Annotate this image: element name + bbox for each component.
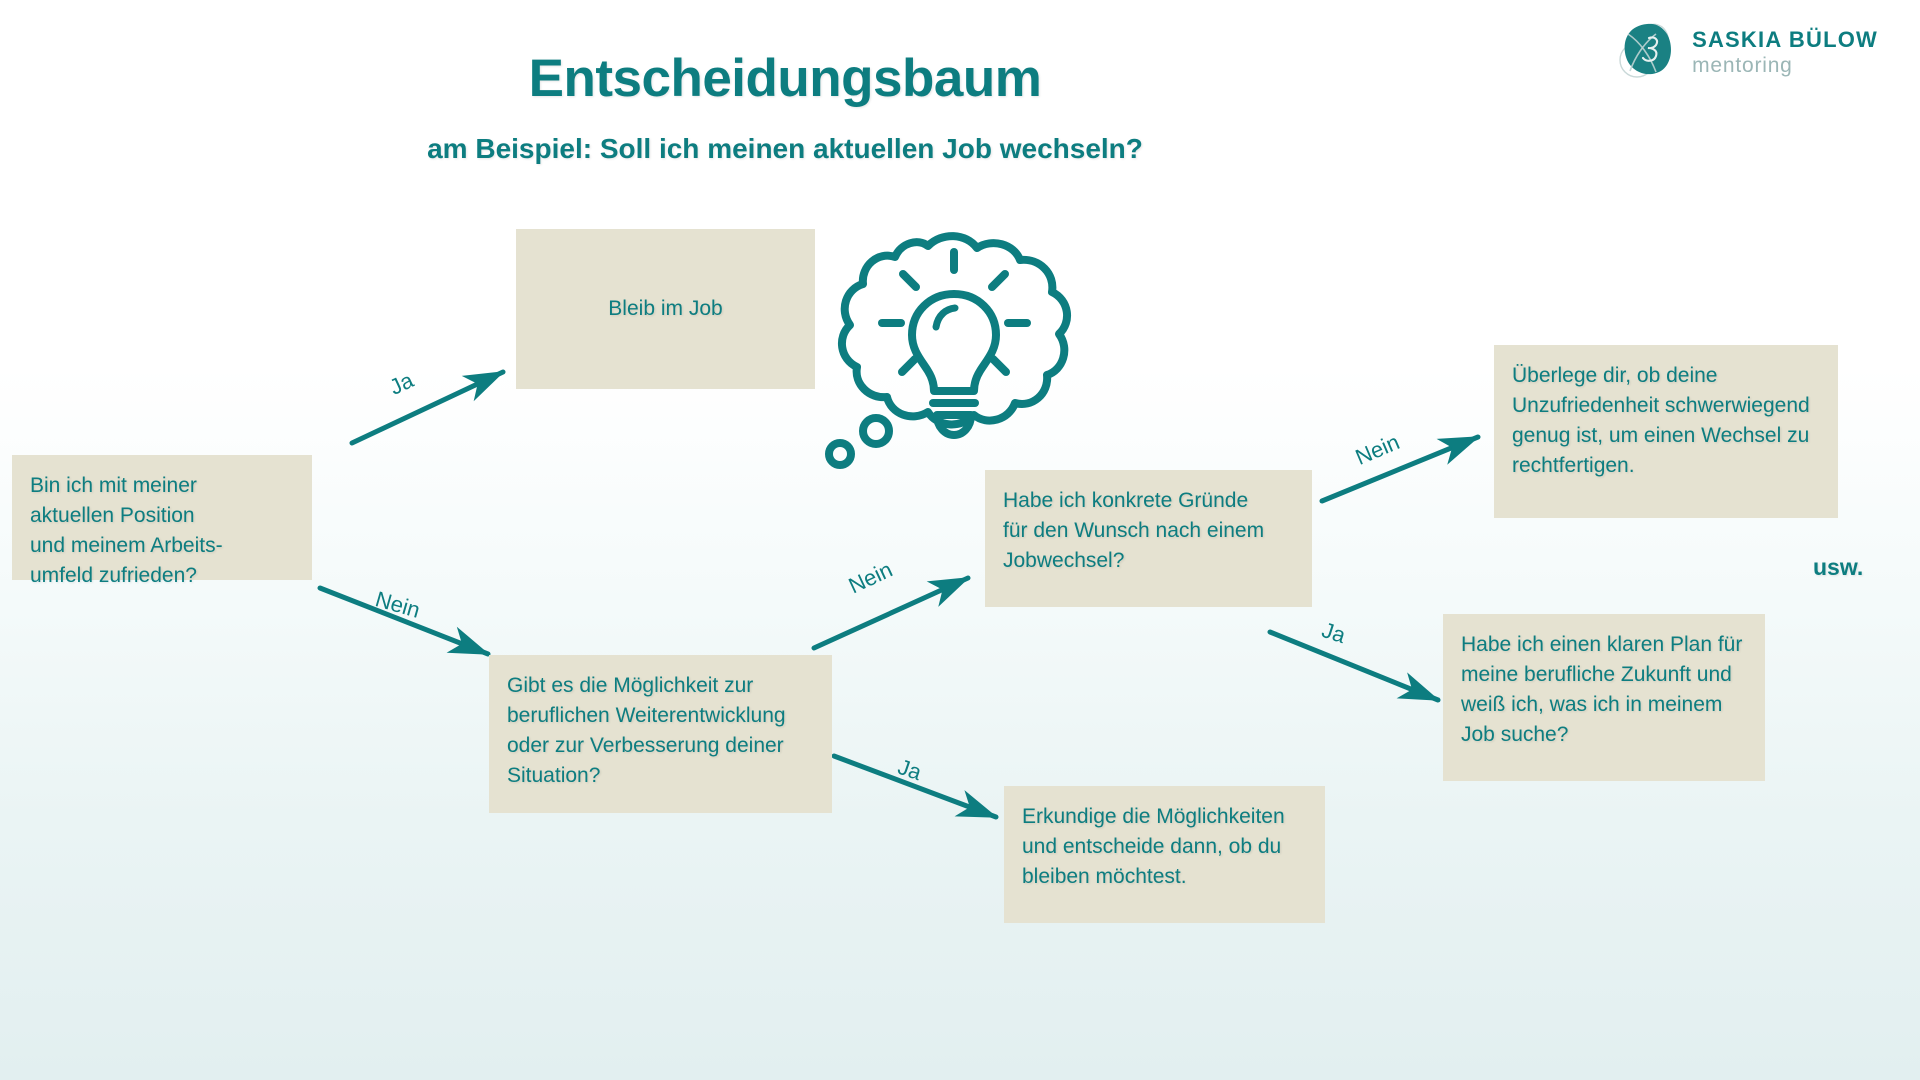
page-title: Entscheidungsbaum	[528, 49, 1042, 108]
node-label: Erkundige die Möglichkeiten und entschei…	[1022, 805, 1285, 888]
node-question-development-opportunity[interactable]: Gibt es die Möglichkeit zur beruflichen …	[489, 655, 832, 813]
usw-annotation: usw.	[1813, 554, 1864, 580]
edge-n4-n6	[1319, 434, 1481, 504]
edge-n1-n3	[317, 585, 491, 657]
node-label: Bin ich mit meiner aktuellen Position un…	[30, 474, 223, 587]
saskia-buelow-monogram-icon	[1610, 16, 1682, 88]
node-question-concrete-reasons[interactable]: Habe ich konkrete Gründe für den Wunsch …	[985, 470, 1312, 607]
node-label: Habe ich einen klaren Plan für meine ber…	[1461, 633, 1743, 746]
brand-name: SASKIA BÜLOW	[1692, 26, 1878, 52]
node-label: Bleib im Job	[608, 297, 723, 320]
node-outcome-consider-dissatisfaction[interactable]: Überlege dir, ob deine Unzufriedenheit s…	[1494, 345, 1838, 518]
node-question-clear-plan[interactable]: Habe ich einen klaren Plan für meine ber…	[1443, 614, 1765, 781]
node-question-current-position[interactable]: Bin ich mit meiner aktuellen Position un…	[12, 455, 312, 587]
edge-n4-n7	[1267, 629, 1441, 703]
page-subtitle: am Beispiel: Soll ich meinen aktuellen J…	[427, 133, 1143, 164]
node-label: Überlege dir, ob deine Unzufriedenheit s…	[1512, 364, 1810, 477]
edge-n3-n5	[831, 753, 999, 820]
brand-logo: SASKIA BÜLOW mentoring	[1610, 16, 1878, 88]
node-outcome-explore-options[interactable]: Erkundige die Möglichkeiten und entschei…	[1004, 786, 1325, 923]
edge-n1-n2	[349, 369, 506, 446]
node-label: Habe ich konkrete Gründe für den Wunsch …	[1003, 489, 1265, 572]
brand-logo-text: SASKIA BÜLOW mentoring	[1692, 26, 1878, 77]
node-outcome-stay-in-job[interactable]: Bleib im Job	[516, 229, 815, 389]
lightbulb-thought-bubble-icon	[820, 222, 1080, 472]
edge-n3-n4	[811, 575, 971, 651]
node-label: Gibt es die Möglichkeit zur beruflichen …	[507, 674, 786, 787]
brand-tagline: mentoring	[1692, 53, 1793, 77]
